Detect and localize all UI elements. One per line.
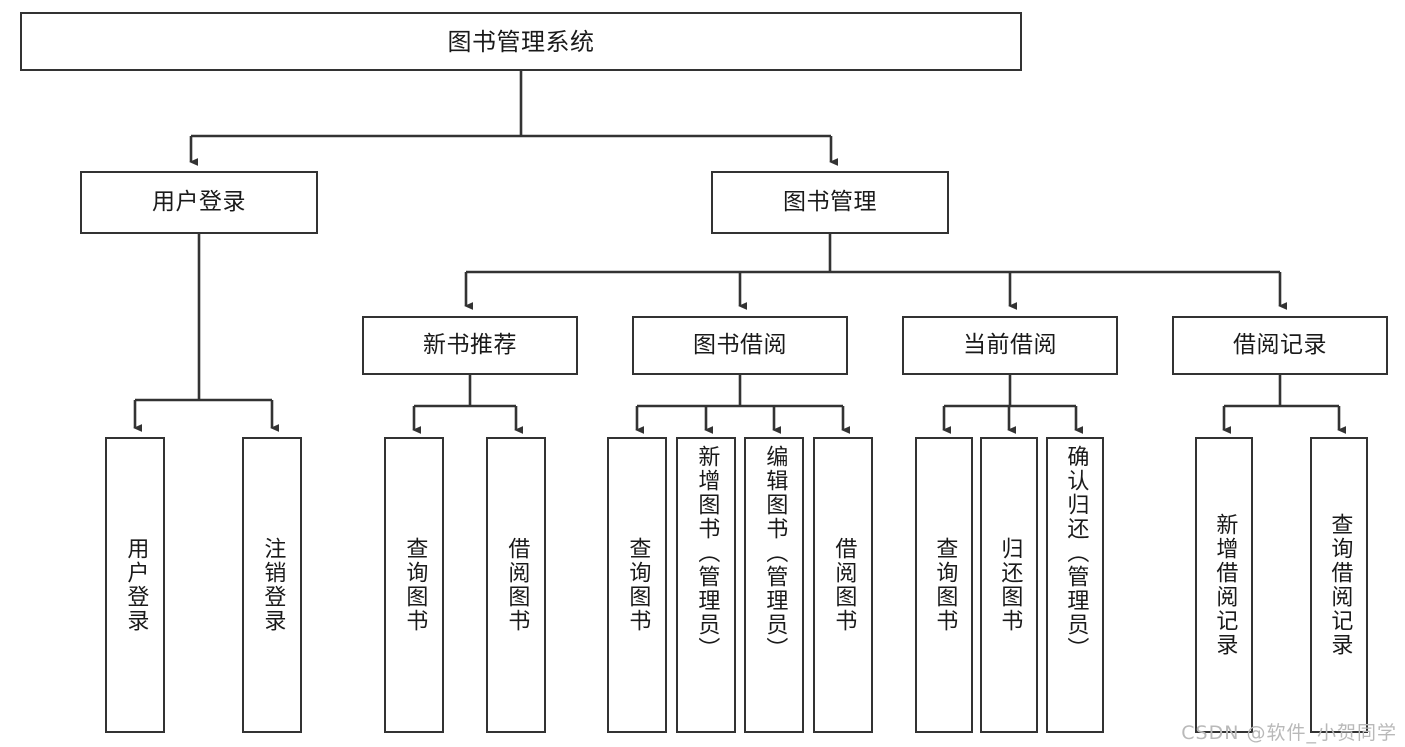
node-label: 注销登录: [260, 537, 286, 633]
node-book-management[interactable]: 图书管理: [711, 171, 949, 234]
leaf-user-login-login[interactable]: 用户登录: [105, 437, 165, 733]
node-label: 查询图书: [402, 537, 428, 633]
watermark-text: CSDN @软件_小贺同学: [1181, 722, 1397, 744]
node-label: 借阅记录: [1233, 332, 1327, 358]
node-label: 借阅图书: [831, 537, 857, 633]
node-user-login[interactable]: 用户登录: [80, 171, 318, 234]
node-new-book-recommend[interactable]: 新书推荐: [362, 316, 578, 375]
leaf-book-borrow-add[interactable]: 新增图书（管理员）: [676, 437, 736, 733]
node-book-borrow[interactable]: 图书借阅: [632, 316, 848, 375]
node-current-borrow[interactable]: 当前借阅: [902, 316, 1118, 375]
leaf-book-borrow-query[interactable]: 查询图书: [607, 437, 667, 733]
leaf-user-login-logout[interactable]: 注销登录: [242, 437, 302, 733]
node-label: 新增借阅记录: [1212, 513, 1238, 657]
node-label: 新书推荐: [423, 332, 517, 358]
leaf-current-borrow-query[interactable]: 查询图书: [915, 437, 973, 733]
node-label: 图书管理系统: [447, 27, 595, 56]
node-root-system[interactable]: 图书管理系统: [20, 12, 1022, 71]
node-label: 图书借阅: [693, 332, 787, 358]
node-borrow-records[interactable]: 借阅记录: [1172, 316, 1388, 375]
node-label: 当前借阅: [963, 332, 1057, 358]
node-label: 确认归还（管理员）: [1063, 445, 1089, 661]
leaf-new-book-borrow[interactable]: 借阅图书: [486, 437, 546, 733]
node-label: 用户登录: [152, 189, 246, 215]
leaf-current-borrow-return[interactable]: 归还图书: [980, 437, 1038, 733]
node-label: 查询图书: [932, 537, 958, 633]
node-label: 借阅图书: [504, 537, 530, 633]
leaf-book-borrow-edit[interactable]: 编辑图书（管理员）: [744, 437, 804, 733]
leaf-new-book-query[interactable]: 查询图书: [384, 437, 444, 733]
node-label: 查询图书: [625, 537, 651, 633]
node-label: 图书管理: [783, 189, 877, 215]
leaf-borrow-record-add[interactable]: 新增借阅记录: [1195, 437, 1253, 733]
node-label: 归还图书: [997, 537, 1023, 633]
leaf-book-borrow-borrow[interactable]: 借阅图书: [813, 437, 873, 733]
node-label: 编辑图书（管理员）: [762, 445, 788, 661]
node-label: 查询借阅记录: [1327, 513, 1353, 657]
leaf-current-borrow-confirm-return[interactable]: 确认归还（管理员）: [1046, 437, 1104, 733]
leaf-borrow-record-query[interactable]: 查询借阅记录: [1310, 437, 1368, 733]
node-label: 新增图书（管理员）: [694, 445, 720, 661]
node-label: 用户登录: [123, 537, 149, 633]
